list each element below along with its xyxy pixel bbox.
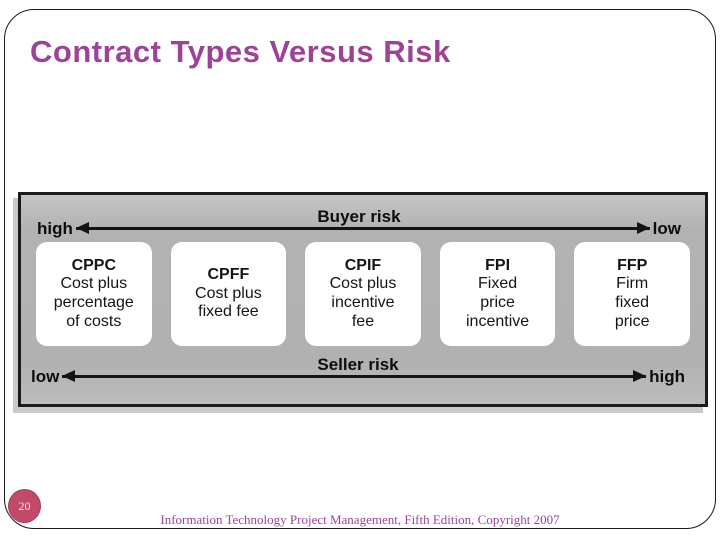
contract-description: Firm fixed price xyxy=(614,275,650,330)
arrow-left-icon xyxy=(75,222,89,234)
arrow-right-icon xyxy=(636,222,650,234)
contract-description: Cost plus incentive fee xyxy=(329,275,397,330)
contract-box-cppc: CPPC Cost plus percentage of costs xyxy=(36,242,152,346)
contract-box-cpff: CPFF Cost plus fixed fee xyxy=(170,242,287,346)
seller-risk-left-label: low xyxy=(31,366,60,386)
contract-acronym: FPI xyxy=(485,256,511,274)
arrow-right-icon xyxy=(633,370,647,382)
buyer-risk-left-label: high xyxy=(37,218,73,238)
seller-risk-title: Seller risk xyxy=(317,355,399,374)
contract-description: Fixed price incentive xyxy=(466,275,530,330)
contract-box-cpif: CPIF Cost plus incentive fee xyxy=(305,242,421,346)
page-number-badge: 20 xyxy=(8,489,41,523)
buyer-risk-axis: high low Buyer risk xyxy=(37,208,681,240)
page-title: Contract Types Versus Risk xyxy=(30,34,451,69)
contract-acronym: CPPC xyxy=(71,256,117,274)
page-number: 20 xyxy=(18,498,31,513)
contract-box-ffp: FFP Firm fixed price xyxy=(574,242,690,346)
arrow-left-icon xyxy=(62,370,76,382)
buyer-risk-title: Buyer risk xyxy=(317,207,401,226)
slide-footer: Information Technology Project Managemen… xyxy=(160,512,560,527)
contract-description: Cost plus fixed fee xyxy=(195,284,262,321)
contract-type-boxes: CPPC Cost plus percentage of costs CPFF … xyxy=(36,242,690,346)
contract-description: Cost plus percentage of costs xyxy=(53,275,134,330)
contract-acronym: FFP xyxy=(617,256,648,274)
seller-risk-right-label: high xyxy=(649,366,685,386)
contract-box-fpi: FPI Fixed price incentive xyxy=(439,242,556,346)
seller-risk-arrow xyxy=(62,370,647,382)
contract-acronym: CPIF xyxy=(344,256,382,274)
buyer-risk-right-label: low xyxy=(652,218,681,238)
contract-risk-diagram: high low Buyer risk CPPC Cost plus perce… xyxy=(18,192,708,407)
contract-acronym: CPFF xyxy=(207,266,250,284)
seller-risk-axis: low high Seller risk xyxy=(31,356,685,388)
buyer-risk-arrow xyxy=(75,222,650,234)
